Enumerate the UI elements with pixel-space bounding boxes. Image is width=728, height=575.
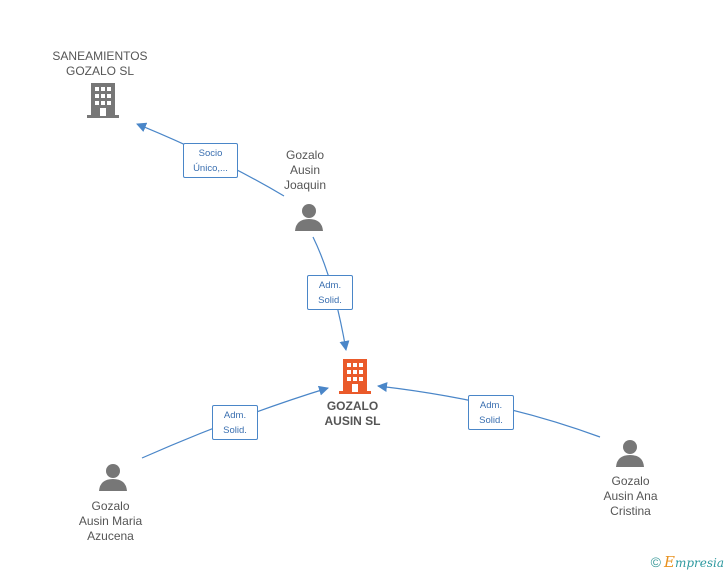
edge-label-adm-joaquin[interactable]: Adm. Solid. [307,275,353,310]
main-building-icon [339,359,371,394]
person-label-joaquin[interactable]: Gozalo Ausin Joaquin [283,148,327,192]
company-label-saneamientos[interactable]: SANEAMIENTOS GOZALO SL [52,49,148,78]
edge-label-socio[interactable]: Socio Único,... [183,143,238,178]
person-icon [295,204,323,231]
edge-label-adm-ana[interactable]: Adm. Solid. [468,395,514,430]
company-label-main[interactable]: GOZALO AUSIN SL [324,399,381,428]
person-label-maria[interactable]: Gozalo Ausin Maria Azucena [78,499,143,543]
building-icon [87,83,119,118]
person-label-ana[interactable]: Gozalo Ausin Ana Cristina [603,474,658,518]
footer-brand: © Empresia [651,553,724,571]
person-icon [99,464,127,491]
edge-label-adm-maria[interactable]: Adm. Solid. [212,405,258,440]
brand-logo[interactable]: Empresia [663,553,724,571]
copyright-icon: © [650,554,661,570]
person-icon [616,440,644,467]
